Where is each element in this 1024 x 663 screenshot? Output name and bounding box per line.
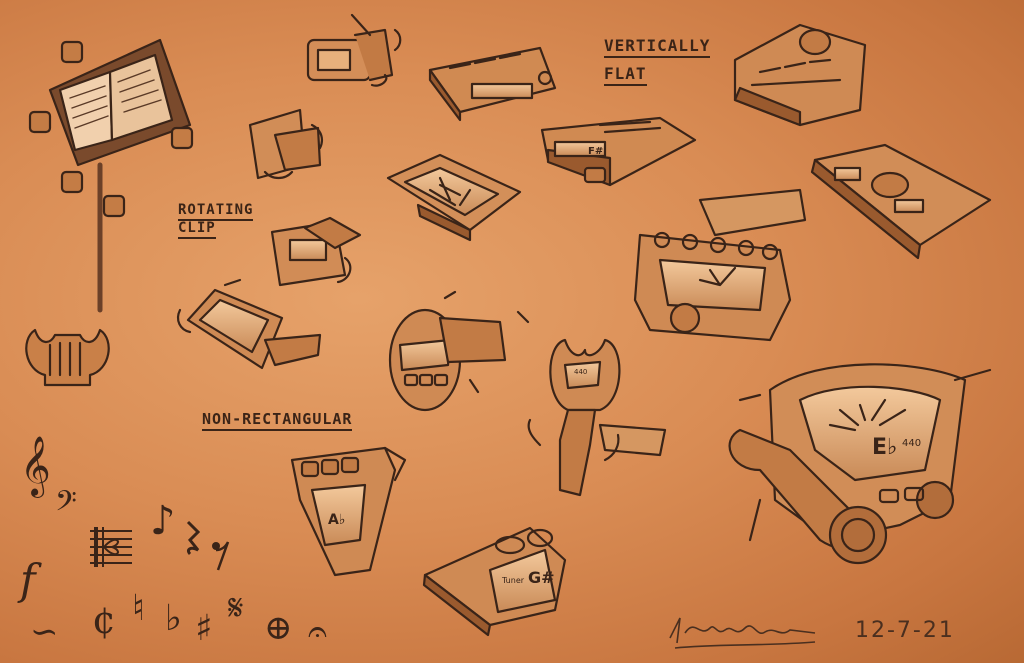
fermata-icon: 𝄐: [308, 612, 327, 652]
tuner-sketch-dome: [733, 23, 867, 127]
signature-date: 12-7-21: [855, 618, 955, 643]
coda-icon: ⊕: [264, 608, 293, 648]
label-vertically: VERTICALLY: [604, 36, 711, 58]
label-rotating: ROTATING: [178, 202, 254, 221]
bass-clef-icon: 𝄢: [55, 485, 77, 525]
bottom-tuner-note: G#: [528, 568, 555, 587]
quarter-rest-icon: [182, 520, 204, 556]
label-clip: CLIP: [178, 220, 216, 239]
cut-time-icon: ¢: [92, 598, 117, 642]
eighth-rest-icon: [210, 540, 232, 572]
shield-tuner-note: A♭: [328, 512, 346, 528]
tuner-sketch-clip-small: [306, 13, 402, 87]
bottom-tuner-sub: Tuner: [502, 576, 525, 585]
tuner-sketch-flat-horizontal: [428, 46, 557, 122]
big-tuner-note: E♭: [872, 435, 898, 460]
tuner-sketch-wall-clip: [248, 108, 323, 180]
eighth-note-icon: ♪: [150, 498, 176, 544]
alto-clef-staff-icon: [90, 525, 132, 569]
treble-clef-icon: 𝄞: [20, 436, 51, 496]
lyre-icon: [25, 328, 110, 387]
tuner-sketch-round-clip: [388, 290, 530, 412]
tuner-sketch-angled-left: [176, 278, 322, 370]
turn-icon: ∽: [30, 612, 59, 652]
big-tuner-freq: 440: [902, 438, 922, 449]
tuner-sketch-vertical-flat: [540, 116, 697, 187]
tuner-sketch-bottom-angled: [422, 526, 567, 637]
tuner-sketch-lyre: [527, 338, 667, 497]
label-non-rectangular: NON-RECTANGULAR: [202, 410, 353, 431]
tuner-sketch-tilted-screen: [386, 153, 522, 242]
flat-tuner-note: F#: [588, 146, 604, 157]
flat-icon: ♭: [165, 598, 182, 639]
lyre-tuner-freq: 440: [574, 368, 588, 376]
forte-icon: 𝑓: [20, 555, 36, 604]
tuner-sketch-large-ornate: [728, 363, 992, 565]
artist-signature: [665, 608, 825, 653]
tuner-sketch-ornate: [633, 188, 807, 342]
tuner-sketch-rotating-clip: [270, 216, 362, 287]
tuner-sketch-shield: [290, 446, 407, 577]
label-flat: FLAT: [604, 64, 647, 86]
segno-icon: 𝄋: [228, 588, 244, 629]
natural-icon: ♮: [132, 588, 145, 629]
music-stand-sketch: [28, 38, 194, 313]
tuner-sketch-flat-rounded: [810, 143, 992, 260]
sharp-icon: ♯: [195, 608, 213, 649]
